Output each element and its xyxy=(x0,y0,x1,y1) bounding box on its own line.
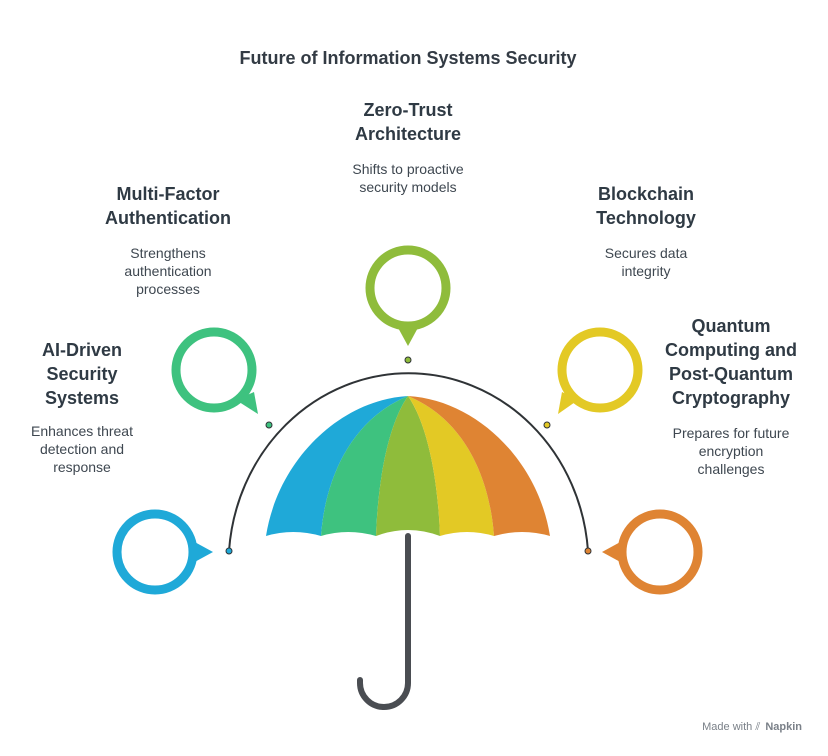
canopy-segment-blockchain xyxy=(408,396,494,536)
arc-dot-ai xyxy=(225,547,233,555)
diagram-title: Future of Information Systems Security xyxy=(239,48,577,68)
outer-arc xyxy=(228,372,589,552)
footer-credit: Made with ⫽ Napkin xyxy=(702,721,804,734)
item-quantum: Quantum Computing and Post-Quantum Crypt… xyxy=(652,314,810,478)
umbrella-canopy xyxy=(266,396,550,536)
canopy-segment-quantum xyxy=(408,396,550,536)
ring-ai xyxy=(112,509,213,595)
footer-brand: Napkin xyxy=(765,721,802,733)
arc-dot-quantum xyxy=(584,547,592,555)
arc-dot-blockchain xyxy=(543,421,551,429)
item-heading: Multi-Factor Authentication xyxy=(105,184,231,228)
item-description: Strengthens authentication processes xyxy=(124,245,212,297)
item-heading: AI-Driven Security Systems xyxy=(41,340,122,408)
ring-mfa xyxy=(171,327,258,414)
item-description: Enhances threat detection and response xyxy=(31,423,133,475)
item-description: Shifts to proactive security models xyxy=(352,161,464,195)
item-description: Prepares for future encryption challenge… xyxy=(672,425,790,477)
item-blockchain: Blockchain Technology Secures data integ… xyxy=(568,182,724,280)
arc-dot-mfa xyxy=(265,421,273,429)
item-heading: Quantum Computing and Post-Quantum Crypt… xyxy=(665,316,797,408)
item-zero-trust: Zero-Trust Architecture Shifts to proact… xyxy=(318,98,498,196)
canopy-segment-ai xyxy=(266,396,408,536)
ring-zero-trust xyxy=(365,245,451,346)
item-heading: Zero-Trust Architecture xyxy=(354,100,462,144)
item-multi-factor: Multi-Factor Authentication Strengthens … xyxy=(88,182,248,298)
item-ai-driven: AI-Driven Security Systems Enhances thre… xyxy=(14,338,150,476)
ring-blockchain xyxy=(557,327,643,414)
canopy-segment-zero-trust xyxy=(376,396,440,536)
item-heading: Blockchain Technology xyxy=(596,184,696,228)
footer-made-with: Made with xyxy=(702,721,753,733)
ring-quantum xyxy=(602,509,703,595)
canopy-segment-mfa xyxy=(321,396,408,536)
arc-dot-zero-trust xyxy=(404,356,412,364)
umbrella-handle xyxy=(357,533,411,710)
item-description: Secures data integrity xyxy=(604,245,688,279)
napkin-logo-icon: ⫽ xyxy=(755,721,761,733)
